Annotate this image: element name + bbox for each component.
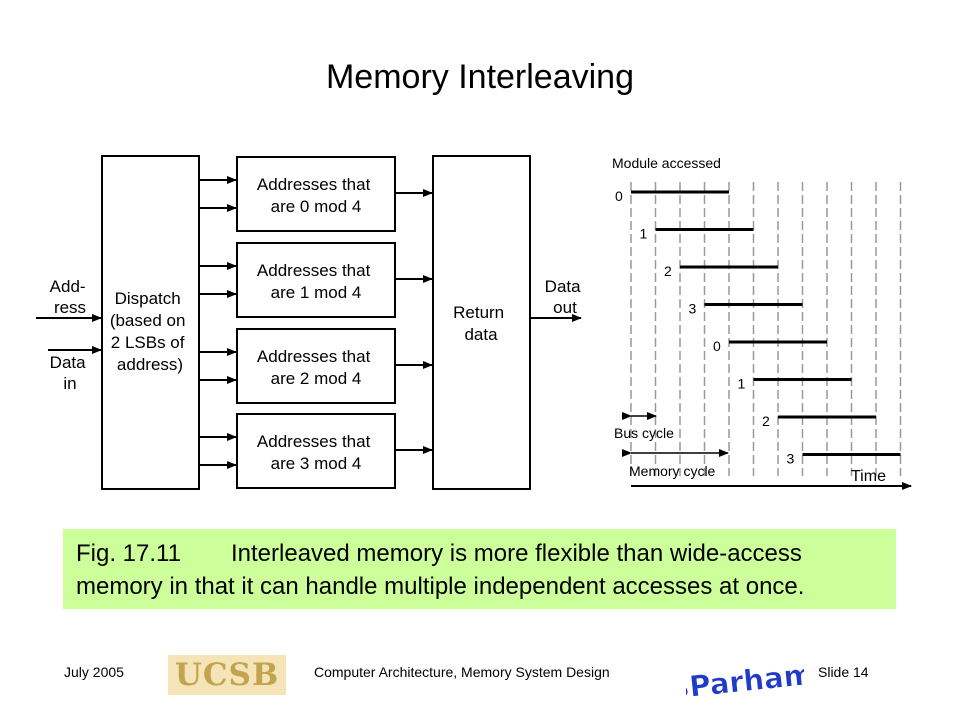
block-diagram: Dispatch (based on 2 LSBs of address) Ad… xyxy=(36,155,586,490)
author-logo: BParhami xyxy=(686,656,804,702)
interleaving-diagram: Dispatch (based on 2 LSBs of address) Ad… xyxy=(36,155,912,490)
caption-line-2: memory in that it can handle multiple in… xyxy=(76,573,805,600)
access-labels: 0 1 2 3 0 1 2 3 xyxy=(615,188,795,467)
module-2-label: Addresses that are 2 mod 4 xyxy=(257,347,375,388)
module-0-box xyxy=(236,156,396,232)
ucsb-logo: UCSB xyxy=(168,655,286,695)
data-input-label: Data in xyxy=(50,353,91,393)
module-2-box xyxy=(236,328,396,404)
access-label-3: 3 xyxy=(689,301,697,317)
return-data-label: Return data xyxy=(453,303,509,344)
access-label-0: 0 xyxy=(615,188,623,204)
slide-title: Memory Interleaving xyxy=(325,58,634,96)
access-label-1: 1 xyxy=(640,226,648,242)
timing-diagram: Module accessed 0 1 2 3 0 1 2 3 Bus cycle Memor… xyxy=(612,155,912,490)
dispatch-label: Dispatch (based on 2 LSBs of address) xyxy=(110,289,190,374)
memory-cycle-label: Memory cycle xyxy=(629,463,716,479)
access-label-6: 2 xyxy=(762,413,770,429)
figure-caption: Fig. 17.11 Interleaved memory is more fle… xyxy=(63,529,896,609)
return-data-box xyxy=(432,155,531,490)
bus-cycle-label: Bus cycle xyxy=(614,425,674,441)
access-label-4: 0 xyxy=(713,338,721,354)
module-accessed-header: Module accessed xyxy=(612,155,721,171)
footer-course: Computer Architecture, Memory System Des… xyxy=(314,664,610,680)
access-label-5: 1 xyxy=(738,376,746,392)
module-3-box xyxy=(236,413,396,489)
module-1-box xyxy=(236,242,396,318)
cycle-grid xyxy=(630,182,902,476)
time-label: Time xyxy=(851,468,886,485)
caption-line-1: Interleaved memory is more flexible than… xyxy=(231,540,802,567)
svg-text:BParhami: BParhami xyxy=(686,656,804,702)
access-label-2: 2 xyxy=(664,263,672,279)
footer-slide-number: Slide 14 xyxy=(818,664,869,680)
data-out-label: Data out xyxy=(545,277,586,317)
module-3-label: Addresses that are 3 mod 4 xyxy=(257,432,375,473)
dispatch-box xyxy=(101,155,200,490)
module-0-label: Addresses that are 0 mod 4 xyxy=(257,175,375,216)
module-1-label: Addresses that are 1 mod 4 xyxy=(257,261,375,302)
address-input-label: Add- ress xyxy=(50,277,91,317)
access-label-7: 3 xyxy=(787,451,795,467)
access-bars xyxy=(631,190,901,456)
footer-date: July 2005 xyxy=(64,664,124,680)
figure-number: Fig. 17.11 xyxy=(76,540,181,567)
